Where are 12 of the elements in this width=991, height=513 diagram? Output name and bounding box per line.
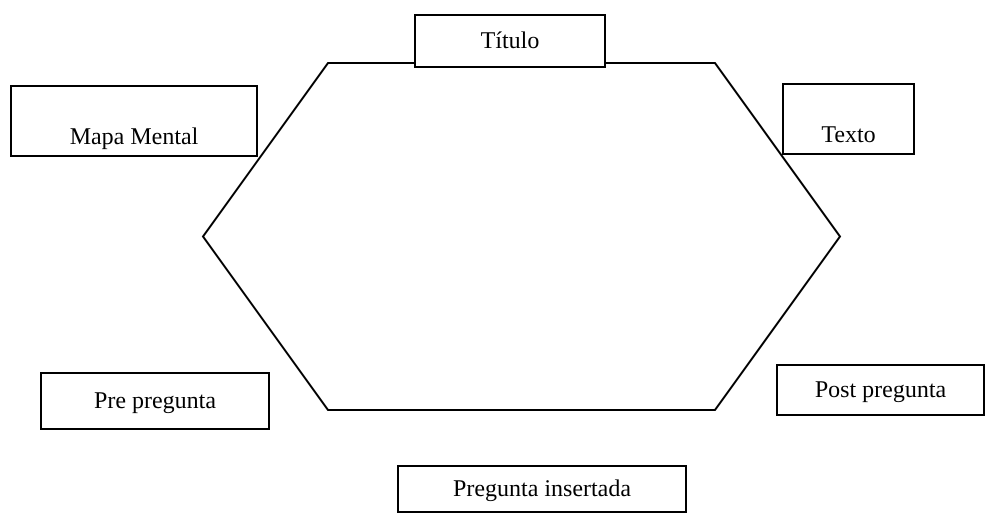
text-box <box>782 83 915 155</box>
text-box <box>776 364 985 416</box>
text-box <box>414 14 606 68</box>
box-label: Texto <box>821 122 876 149</box>
box-label: Mapa Mental <box>70 124 198 151</box>
text-box <box>397 465 687 513</box>
box-label: Pre pregunta <box>94 388 216 414</box>
text-box <box>10 85 258 157</box>
box-label: Pregunta insertada <box>453 476 631 502</box>
text-box <box>40 372 270 430</box>
box-label: Título <box>480 28 540 54</box>
box-label: Post pregunta <box>814 376 946 404</box>
